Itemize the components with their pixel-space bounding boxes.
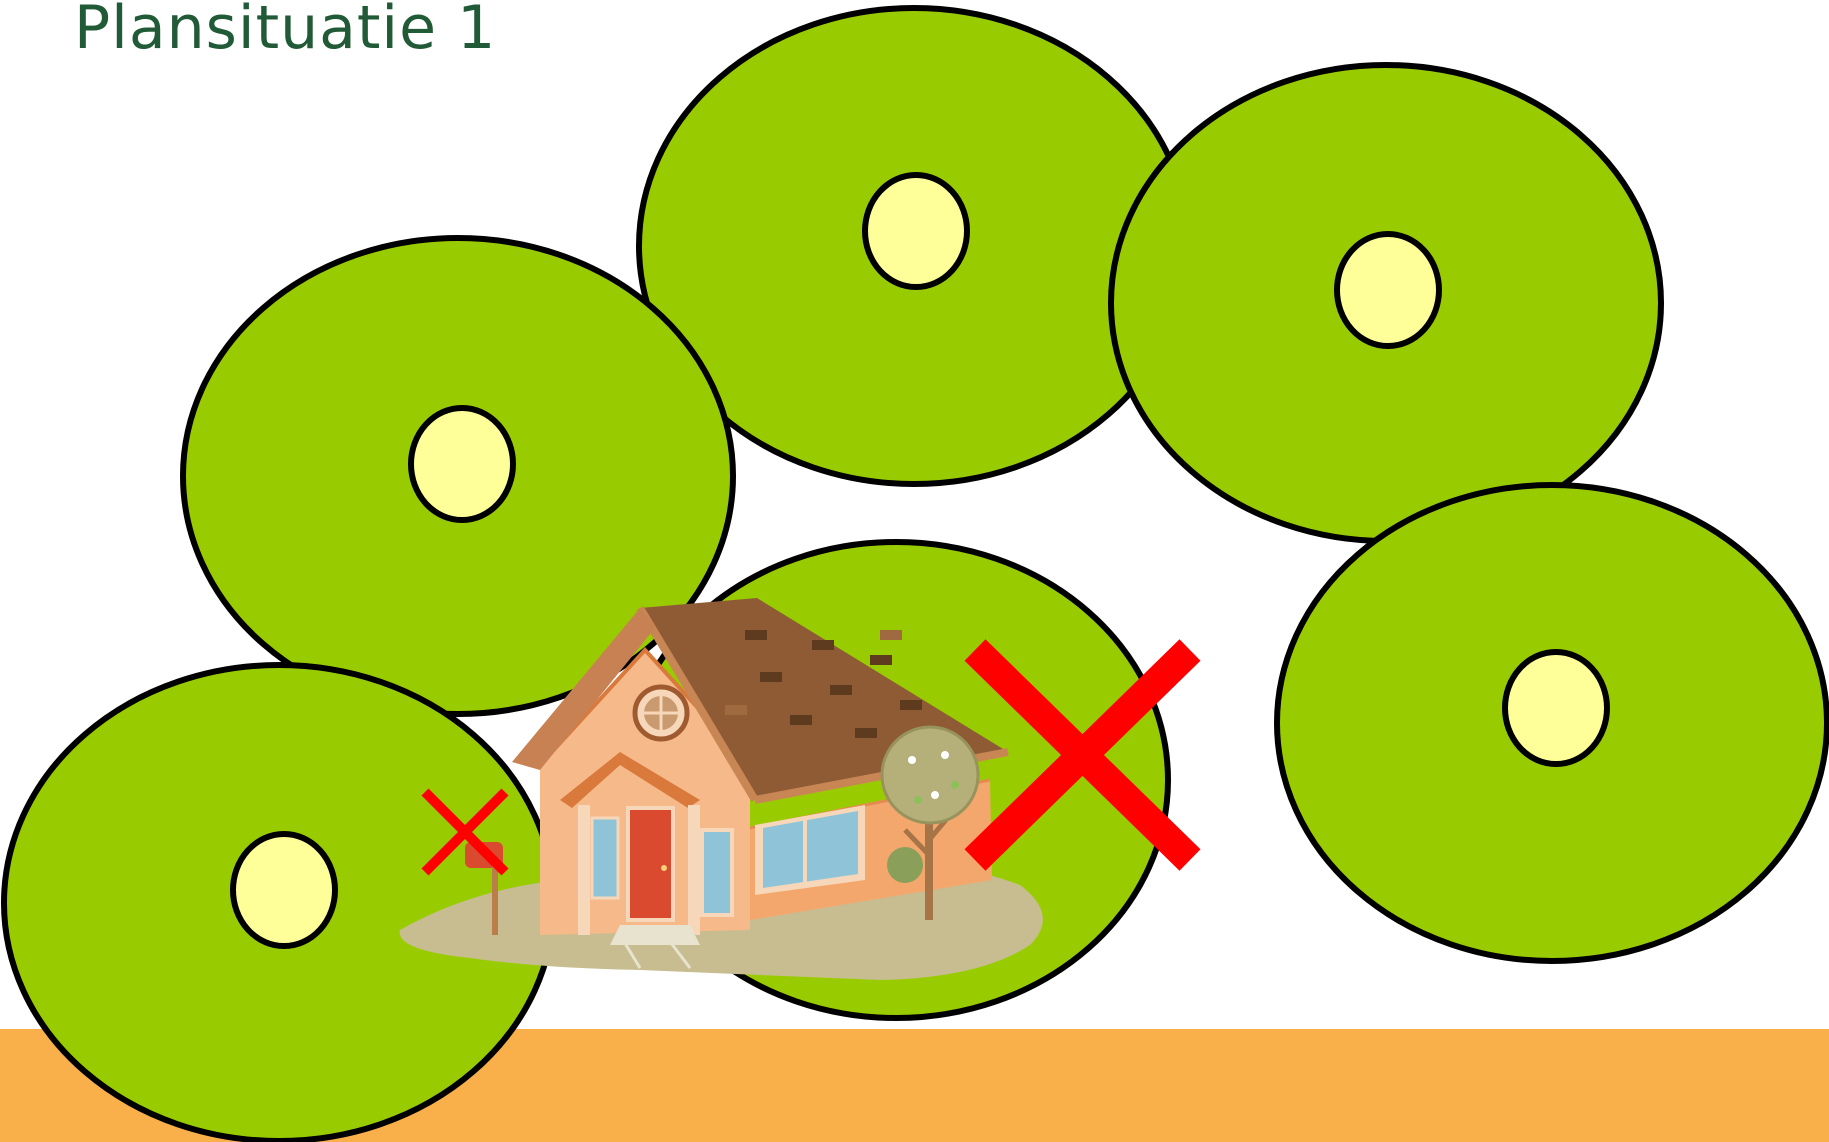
front-door — [628, 808, 673, 920]
zone-center — [1337, 234, 1439, 346]
zone-center — [411, 408, 513, 520]
zone-lower-right — [1277, 485, 1827, 961]
slide-title: Plansituatie 1 — [74, 0, 496, 62]
zone-center — [233, 834, 335, 946]
zone-center — [865, 175, 967, 287]
zone-top-right — [1111, 65, 1661, 541]
zone-middle-left — [183, 238, 733, 714]
zone-center — [1505, 652, 1607, 764]
